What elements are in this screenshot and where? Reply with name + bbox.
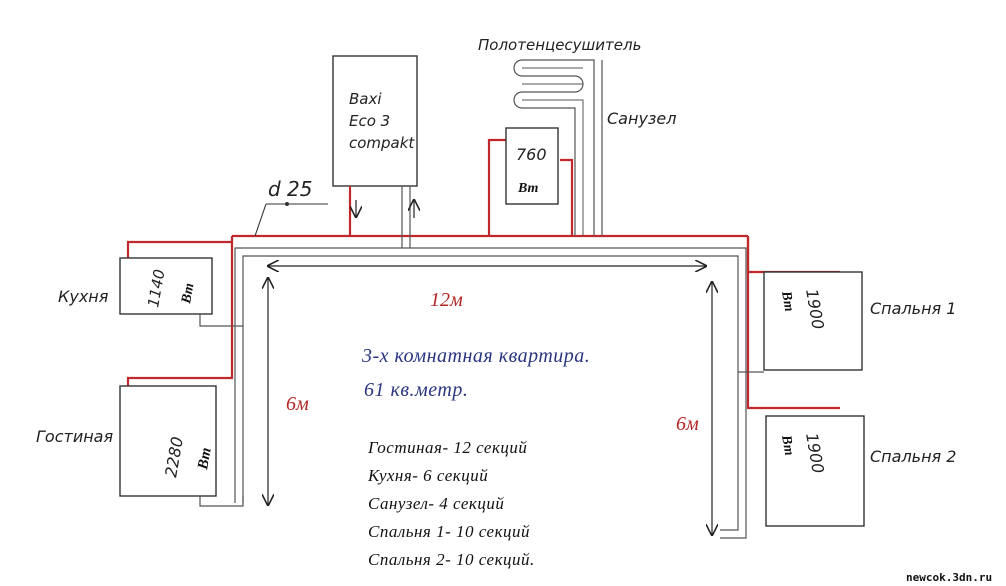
svg-text:Гостиная: Гостиная xyxy=(36,427,113,446)
supply-pipe xyxy=(126,138,840,410)
dimension-right-width: 6м xyxy=(676,413,699,435)
svg-text:compakt: compakt xyxy=(349,134,415,152)
svg-text:Eco 3: Eco 3 xyxy=(349,112,390,130)
section-item: Санузел- 4 секций xyxy=(368,494,504,513)
svg-text:Кухня: Кухня xyxy=(58,287,109,306)
section-item: Спальня 1- 10 секций xyxy=(368,522,530,541)
boiler: Baxi Eco 3 compakt xyxy=(332,55,417,248)
section-item: Кухня- 6 секций xyxy=(367,466,488,485)
radiator-bedroom-1: 1900 Вт Спальня 1 xyxy=(738,271,956,373)
svg-text:Санузел: Санузел xyxy=(607,109,676,128)
svg-text:760: 760 xyxy=(516,145,547,164)
svg-text:Вт: Вт xyxy=(179,282,198,306)
radiator-kitchen: 1140 Вт Кухня xyxy=(58,257,243,327)
radiator-bathroom: 760 Вт Санузел xyxy=(505,109,676,205)
svg-text:Спальня 2: Спальня 2 xyxy=(870,447,956,466)
section-item: Гостиная- 12 секций xyxy=(367,438,527,457)
apartment-area: 61 кв.метр. xyxy=(364,379,468,401)
svg-text:Вт: Вт xyxy=(517,181,539,196)
dimension-length: 12м xyxy=(430,289,463,311)
radiator-bedroom-2: 1900 Вт Спальня 2 xyxy=(765,415,956,527)
pipe-diameter-label: d 25 xyxy=(254,177,328,237)
return-pipe xyxy=(234,247,747,539)
svg-text:Полотенцесушитель: Полотенцесушитель xyxy=(478,36,641,54)
radiator-living: 2280 Вт Гостиная xyxy=(36,385,244,507)
section-item: Спальня 2- 10 секций. xyxy=(368,550,535,569)
svg-text:Спальня 1: Спальня 1 xyxy=(870,299,956,318)
watermark: newcok.3dn.ru xyxy=(906,571,992,584)
apartment-title: 3-х комнатная квартира. xyxy=(361,345,590,367)
svg-text:Вт: Вт xyxy=(778,289,797,313)
svg-text:Вт: Вт xyxy=(195,446,215,471)
dimension-left-width: 6м xyxy=(286,393,309,415)
sections-list: Гостиная- 12 секций Кухня- 6 секций Сану… xyxy=(367,438,535,569)
svg-text:Вт: Вт xyxy=(778,433,797,457)
dimension-arrows xyxy=(268,266,712,535)
svg-text:Baxi: Baxi xyxy=(349,90,382,108)
towel-dryer: Полотенцесушитель xyxy=(478,36,641,236)
svg-text:d 25: d 25 xyxy=(268,177,313,201)
